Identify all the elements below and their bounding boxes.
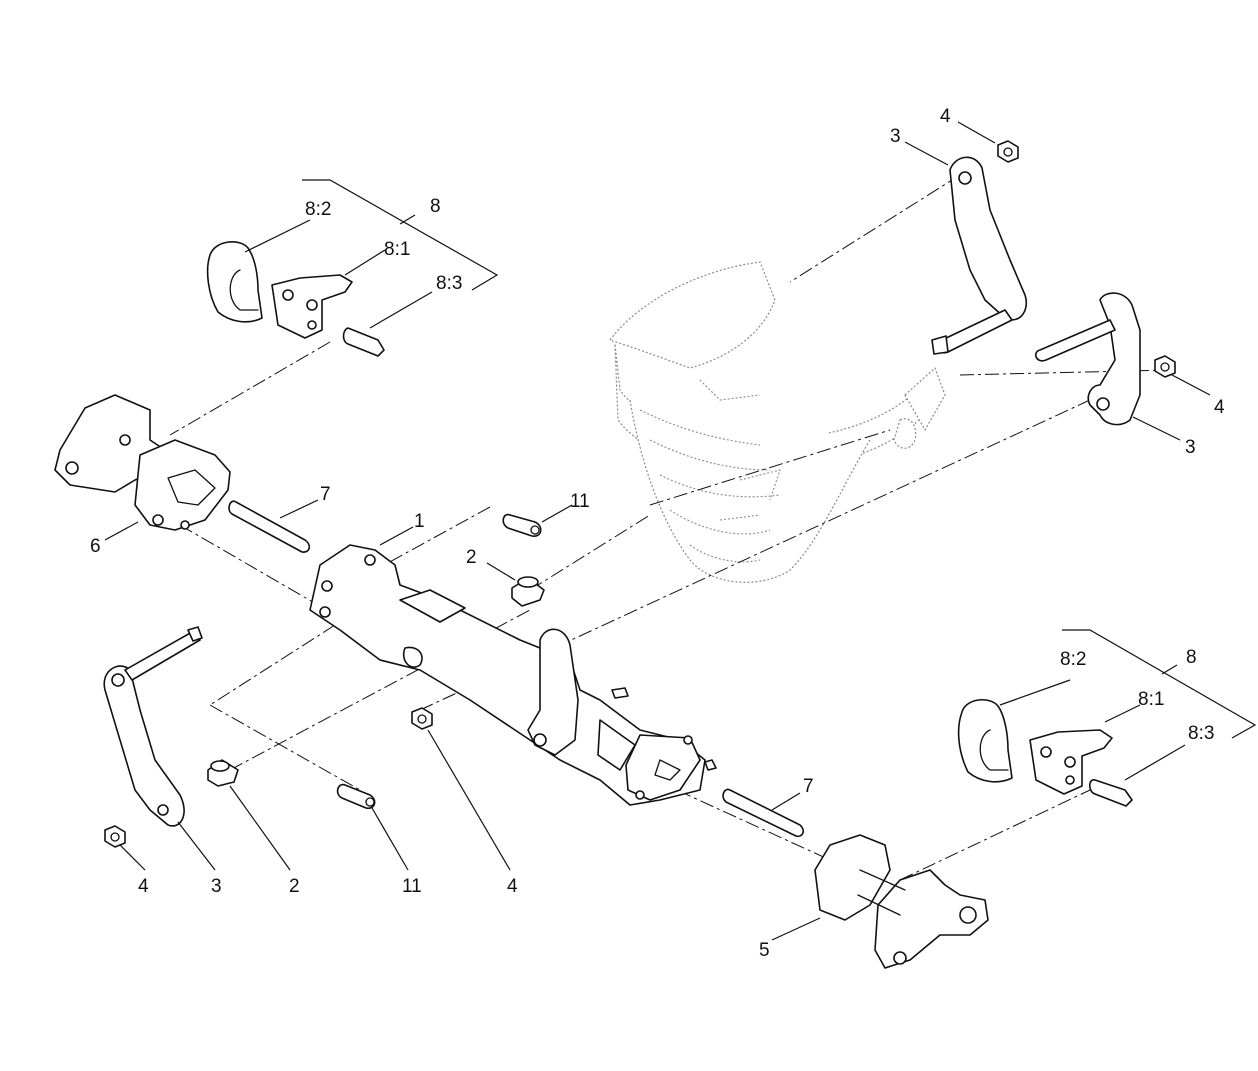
callout-8-lower: 8: [1186, 647, 1197, 668]
pin-upper-left: [228, 500, 311, 553]
clamp-cap-upper-left: [206, 241, 263, 323]
callout-2-lower: 2: [289, 876, 300, 897]
clamp-pin-upper-left: [342, 327, 385, 357]
nut-center: [411, 707, 433, 730]
callout-5: 5: [759, 940, 770, 961]
callout-2-upper: 2: [466, 547, 477, 568]
clamp-bracket-upper-left: [271, 274, 353, 339]
mount-block-left: [54, 394, 231, 531]
callout-4-left: 4: [138, 876, 149, 897]
bolt-lower: [336, 783, 376, 810]
callout-4-right: 4: [1214, 397, 1225, 418]
nut-right: [1154, 355, 1176, 378]
callout-11-lower: 11: [402, 876, 422, 897]
clamp-bracket-lower-right: [1029, 729, 1113, 795]
pin-lower-right: [722, 788, 805, 838]
bolt-upper: [502, 513, 542, 537]
callout-8-2-lower: 8:2: [1060, 649, 1086, 670]
callout-8-2-upper: 8:2: [305, 199, 331, 220]
callout-4-center: 4: [507, 876, 518, 897]
leader-lines: [104, 121, 1257, 941]
pivot-arm-right: [1034, 292, 1141, 426]
ghost-transaxle-housing: [609, 261, 946, 583]
callout-1: 1: [414, 511, 425, 532]
callout-8-1-lower: 8:1: [1138, 689, 1164, 710]
callout-labels: 8 8:2 8:1 8:3 3 4 4 3 7 6 1 11 2 8 8:2 8…: [90, 106, 1225, 961]
callout-11-upper: 11: [570, 491, 590, 512]
callout-7-upper: 7: [320, 484, 331, 505]
nut-top-right: [997, 140, 1019, 163]
bushing-lower: [207, 759, 239, 787]
callout-3-right: 3: [1185, 437, 1196, 458]
axle-beam: [309, 544, 717, 806]
callout-8-3-lower: 8:3: [1188, 723, 1214, 744]
clamp-cap-lower-right: [957, 699, 1013, 783]
clamp-pin-lower-right: [1088, 779, 1133, 807]
callout-3-top: 3: [890, 126, 901, 147]
callout-6: 6: [90, 536, 101, 557]
callout-8-1-upper: 8:1: [384, 239, 410, 260]
pivot-arm-left: [103, 626, 203, 827]
callout-3-left: 3: [211, 876, 222, 897]
callout-8-3-upper: 8:3: [436, 273, 462, 294]
pivot-arm-top: [931, 156, 1027, 355]
bushing-upper: [511, 576, 545, 607]
callout-7-lower: 7: [803, 776, 814, 797]
nut-left: [104, 825, 126, 848]
mount-block-right: [814, 834, 989, 969]
callout-8-upper: 8: [430, 196, 441, 217]
callout-4-top: 4: [940, 106, 951, 127]
